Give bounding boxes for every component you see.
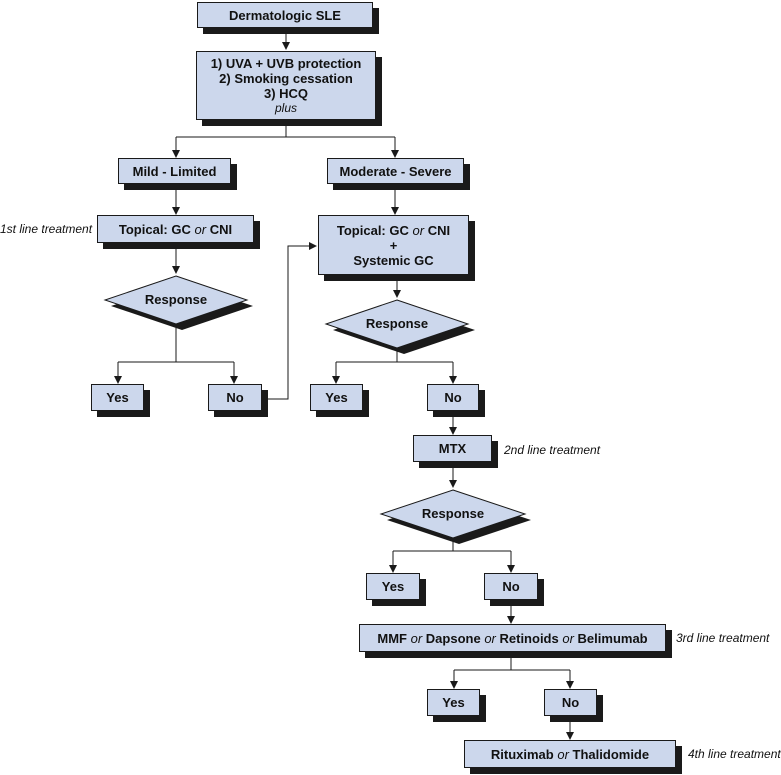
yes-node: Yes xyxy=(366,573,420,600)
topical-text: Topical: GC or CNI xyxy=(336,222,451,238)
mild-limited-node: Mild - Limited xyxy=(118,158,231,184)
mtx-node: MTX xyxy=(413,435,492,462)
second-line-note: 2nd line treatment xyxy=(504,443,601,457)
fourth-line-text: Rituximab or Thalidomide xyxy=(490,746,650,762)
plus-sign: + xyxy=(389,237,398,253)
topical-systemic-node: Topical: GC or CNI + Systemic GC xyxy=(318,215,469,275)
baseline-suffix: plus xyxy=(274,100,297,115)
response-label: Response xyxy=(144,292,208,307)
baseline-line-2: 2) Smoking cessation xyxy=(219,70,353,86)
no-node: No xyxy=(427,384,479,411)
mild-label: Mild - Limited xyxy=(132,163,217,179)
first-line-note: 1st line treatment xyxy=(0,222,93,236)
third-line-node: MMF or Dapsone or Retinoids or Belimumab xyxy=(359,624,666,652)
yes-node: Yes xyxy=(91,384,144,411)
yes-node: Yes xyxy=(427,689,480,716)
root-label: Dermatologic SLE xyxy=(229,7,341,23)
no-node: No xyxy=(484,573,538,600)
decision-diamond xyxy=(324,299,475,354)
moderate-severe-node: Moderate - Severe xyxy=(327,158,464,184)
response-label: Response xyxy=(421,506,485,521)
response-label: Response xyxy=(365,316,429,331)
yes-node: Yes xyxy=(310,384,363,411)
decision-diamond xyxy=(103,275,253,330)
decision-diamond xyxy=(379,489,531,544)
fourth-line-note: 4th line treatment xyxy=(688,747,781,761)
baseline-node: 1) UVA + UVB protection 2) Smoking cessa… xyxy=(196,51,376,120)
baseline-line-3: 3) HCQ xyxy=(263,85,309,101)
no-node: No xyxy=(208,384,262,411)
third-line-text: MMF or Dapsone or Retinoids or Belimumab xyxy=(377,630,648,646)
severe-label: Moderate - Severe xyxy=(339,163,452,179)
systemic-gc-label: Systemic GC xyxy=(353,252,434,268)
fourth-line-node: Rituximab or Thalidomide xyxy=(464,740,676,768)
third-line-note: 3rd line treatment xyxy=(676,631,770,645)
connector xyxy=(262,242,317,400)
baseline-line-1: 1) UVA + UVB protection xyxy=(210,55,362,71)
topical-text: Topical: GC or CNI xyxy=(118,221,233,237)
topical-node: Topical: GC or CNI xyxy=(97,215,254,243)
no-node: No xyxy=(544,689,597,716)
root-node: Dermatologic SLE xyxy=(197,2,373,28)
